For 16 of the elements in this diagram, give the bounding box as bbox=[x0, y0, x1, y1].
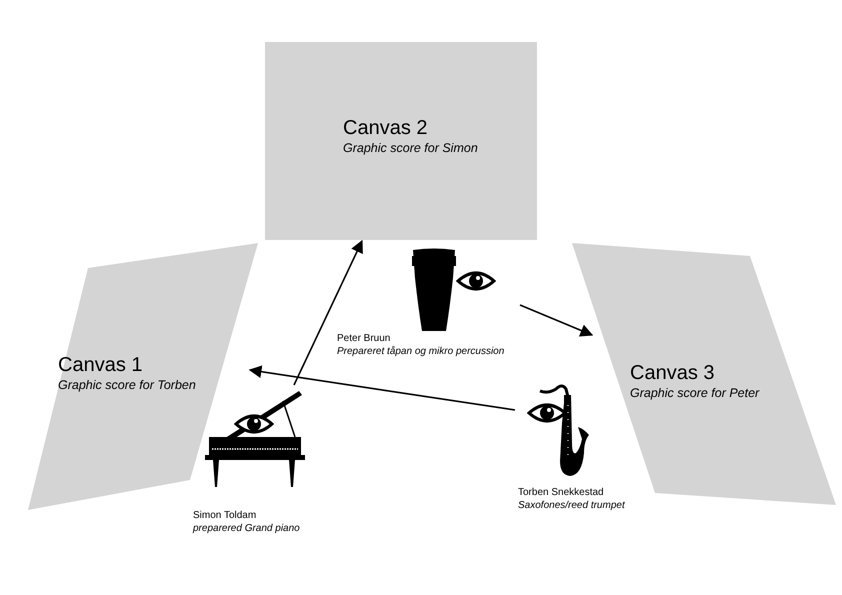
performer-name: Torben Snekkestad bbox=[518, 486, 605, 499]
arrow bbox=[520, 304, 594, 336]
arrow bbox=[293, 240, 363, 386]
canvas-title: Canvas 3 bbox=[630, 361, 716, 385]
instrument-label: preparered Grand piano bbox=[193, 522, 300, 535]
performer-name: Peter Bruun bbox=[337, 332, 392, 345]
canvas-title: Canvas 1 bbox=[58, 353, 144, 377]
arrow bbox=[248, 365, 516, 411]
performer-name: Simon Toldam bbox=[193, 509, 258, 522]
canvas-subtitle: Graphic score for Torben bbox=[58, 377, 196, 393]
canvas-subtitle: Graphic score for Peter bbox=[630, 385, 760, 401]
canvas-title: Canvas 2 bbox=[343, 116, 428, 140]
instrument-label: Saxofones/reed trumpet bbox=[518, 499, 625, 512]
canvas-subtitle: Graphic score for Simon bbox=[343, 140, 478, 156]
screen-panel bbox=[265, 42, 537, 240]
instrument-label: Prepareret tåpan og mikro percussion bbox=[337, 345, 504, 358]
